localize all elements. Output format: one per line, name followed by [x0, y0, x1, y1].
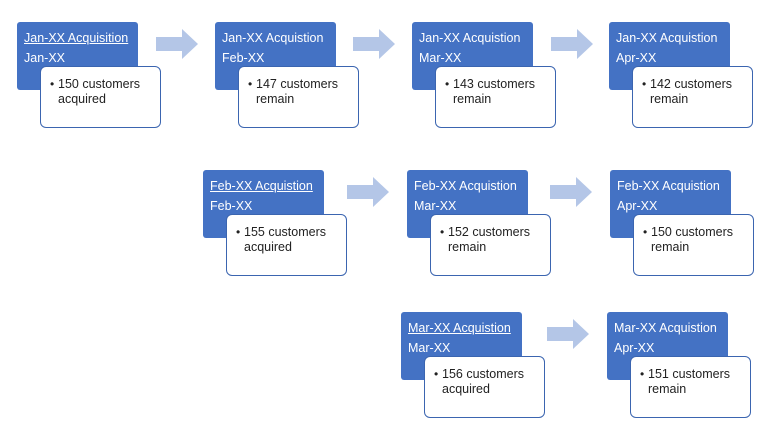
node-title: Jan-XX Acquistion [616, 31, 718, 45]
bullet-icon: • [445, 77, 450, 91]
node-title: Feb-XX Acquistion [414, 179, 517, 193]
arrow-right-icon [547, 319, 589, 349]
node-detail: • 142 customers remain [632, 66, 753, 128]
node-r0-n3: Jan-XX Acquistion Apr-XX • 142 customers… [609, 22, 757, 132]
node-detail-text: 150 customers acquired [58, 77, 140, 106]
node-month: Mar-XX [414, 199, 457, 213]
node-title: Jan-XX Acquistion [222, 31, 324, 45]
node-title: Feb-XX Acquistion [617, 179, 720, 193]
node-detail-text: 151 customers remain [648, 367, 730, 396]
bullet-icon: • [642, 77, 647, 91]
node-header: Mar-XX Acquistion Mar-XX [401, 312, 522, 380]
node-month: Mar-XX [408, 341, 451, 355]
arrow-right-icon [156, 29, 198, 59]
node-month: Apr-XX [616, 51, 657, 65]
node-detail-text: 150 customers remain [651, 225, 733, 254]
bullet-icon: • [640, 367, 645, 381]
node-r1-n2: Feb-XX Acquistion Apr-XX • 150 customers… [610, 170, 758, 280]
node-detail: • 150 customers remain [633, 214, 754, 276]
bullet-icon: • [434, 367, 439, 381]
node-detail: • 156 customers acquired [424, 356, 545, 418]
node-detail: • 151 customers remain [630, 356, 751, 418]
node-r2-n0: Mar-XX Acquistion Mar-XX • 156 customers… [401, 312, 549, 422]
node-title: Jan-XX Acquisition [24, 31, 129, 45]
node-detail-text: 143 customers remain [453, 77, 535, 106]
node-month: Apr-XX [614, 341, 655, 355]
arrow-right-icon [353, 29, 395, 59]
node-detail-text: 156 customers acquired [442, 367, 524, 396]
node-month: Feb-XX [222, 51, 265, 65]
node-detail: • 147 customers remain [238, 66, 359, 128]
bullet-icon: • [236, 225, 241, 239]
bullet-icon: • [440, 225, 445, 239]
node-r0-n2: Jan-XX Acquistion Mar-XX • 143 customers… [412, 22, 560, 132]
bullet-icon: • [248, 77, 253, 91]
bullet-icon: • [50, 77, 55, 91]
node-detail-text: 147 customers remain [256, 77, 338, 106]
node-title: Mar-XX Acquistion [614, 321, 717, 335]
node-detail: • 155 customers acquired [226, 214, 347, 276]
node-detail: • 152 customers remain [430, 214, 551, 276]
node-month: Apr-XX [617, 199, 658, 213]
node-r0-n0: Jan-XX Acquisition Jan-XX • 150 customer… [17, 22, 165, 132]
node-month: Mar-XX [419, 51, 462, 65]
node-title: Feb-XX Acquistion [210, 179, 313, 193]
arrow-right-icon [550, 177, 592, 207]
node-detail-text: 142 customers remain [650, 77, 732, 106]
node-detail: • 150 customers acquired [40, 66, 161, 128]
node-detail-text: 155 customers acquired [244, 225, 326, 254]
node-r1-n1: Feb-XX Acquistion Mar-XX • 152 customers… [407, 170, 555, 280]
node-month: Jan-XX [24, 51, 65, 65]
arrow-right-icon [347, 177, 389, 207]
node-r0-n1: Jan-XX Acquistion Feb-XX • 147 customers… [215, 22, 363, 132]
node-detail: • 143 customers remain [435, 66, 556, 128]
node-r1-n0: Feb-XX Acquistion Feb-XX • 155 customers… [203, 170, 351, 280]
node-detail-text: 152 customers remain [448, 225, 530, 254]
node-r2-n1: Mar-XX Acquistion Apr-XX • 151 customers… [607, 312, 755, 422]
bullet-icon: • [643, 225, 648, 239]
node-month: Feb-XX [210, 199, 253, 213]
node-title: Jan-XX Acquistion [419, 31, 521, 45]
node-title: Mar-XX Acquistion [408, 321, 511, 335]
arrow-right-icon [551, 29, 593, 59]
